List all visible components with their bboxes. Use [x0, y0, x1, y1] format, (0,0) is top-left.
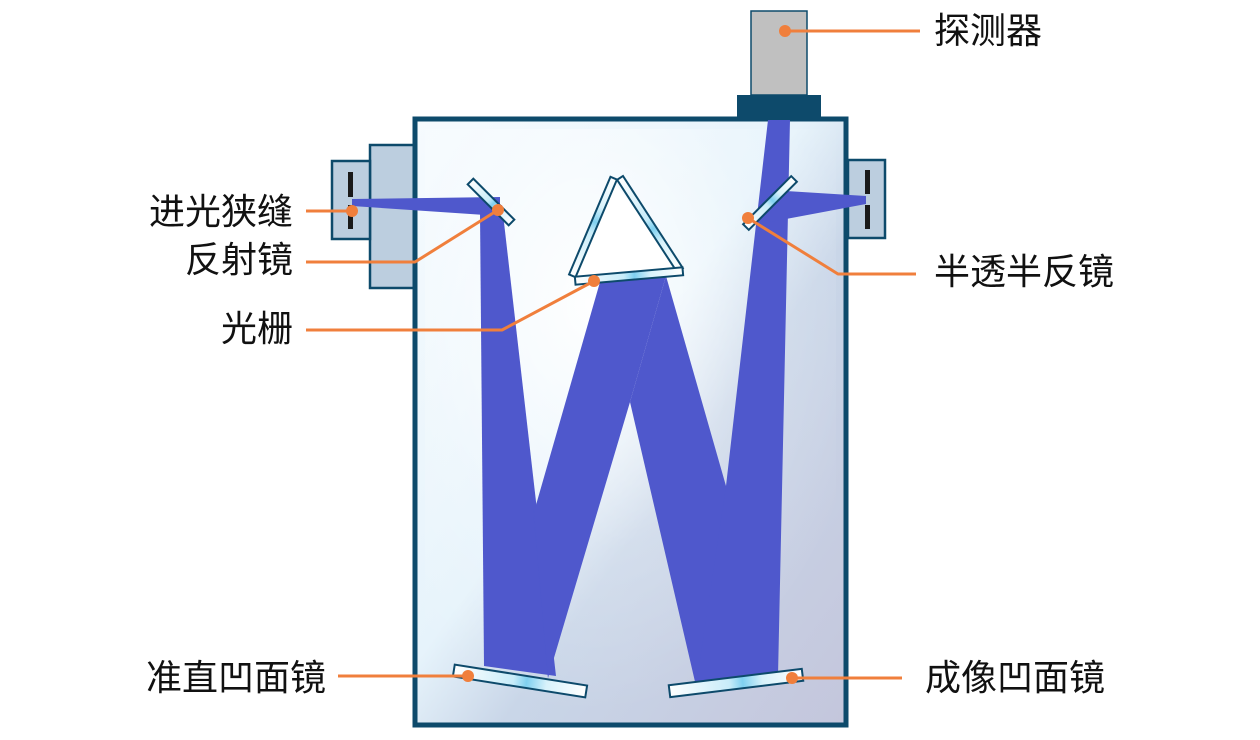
leader-dot-entrance-slit: [346, 205, 358, 217]
light-beam: [352, 120, 866, 686]
leader-dot-detector: [779, 25, 791, 37]
label-entrance-slit: 进光狭缝: [149, 192, 293, 233]
leader-dot-imaging-mirror: [786, 672, 798, 684]
slit-housing-outer: [368, 143, 418, 290]
grating-prism: [567, 174, 685, 286]
beam-imaging-out: [696, 120, 790, 686]
leader-dot-collimating-mirror: [462, 670, 474, 682]
label-beam-splitter: 半透半反镜: [934, 252, 1114, 293]
beam-collimator-in: [480, 205, 556, 676]
leader-dot-grating: [588, 275, 600, 287]
detector-base: [737, 95, 821, 119]
grating-triangle: [576, 180, 682, 276]
detector-body: [750, 10, 808, 96]
leader-dot-beam-splitter: [742, 212, 754, 224]
beam-exit: [770, 190, 866, 222]
entrance-slit-lower: [348, 205, 353, 229]
exit-slit-upper: [865, 170, 870, 194]
label-detector: 探测器: [934, 11, 1042, 52]
leader-beam-splitter: [747, 216, 916, 276]
label-grating: 光栅: [221, 309, 293, 350]
entrance-slit-upper: [348, 172, 353, 197]
beam-grating-fill: [534, 276, 666, 678]
exit-slit-lower: [865, 205, 870, 229]
leader-grating: [306, 279, 595, 332]
beam-entrance: [352, 197, 500, 216]
grating-left-face: [567, 175, 619, 279]
beam-splitter-mirror: [741, 174, 799, 232]
collimating-mirror: [451, 663, 589, 699]
imaging-mirror: [667, 667, 805, 699]
leader-reflector: [306, 208, 499, 264]
label-reflector: 反射镜: [185, 240, 293, 281]
grating-bottom-face: [573, 266, 685, 286]
label-imaging-mirror: 成像凹面镜: [925, 658, 1105, 699]
leader-lines: [306, 25, 920, 684]
leader-dot-reflector: [492, 204, 504, 216]
label-collimating-mirror: 准直凹面镜: [146, 658, 326, 699]
